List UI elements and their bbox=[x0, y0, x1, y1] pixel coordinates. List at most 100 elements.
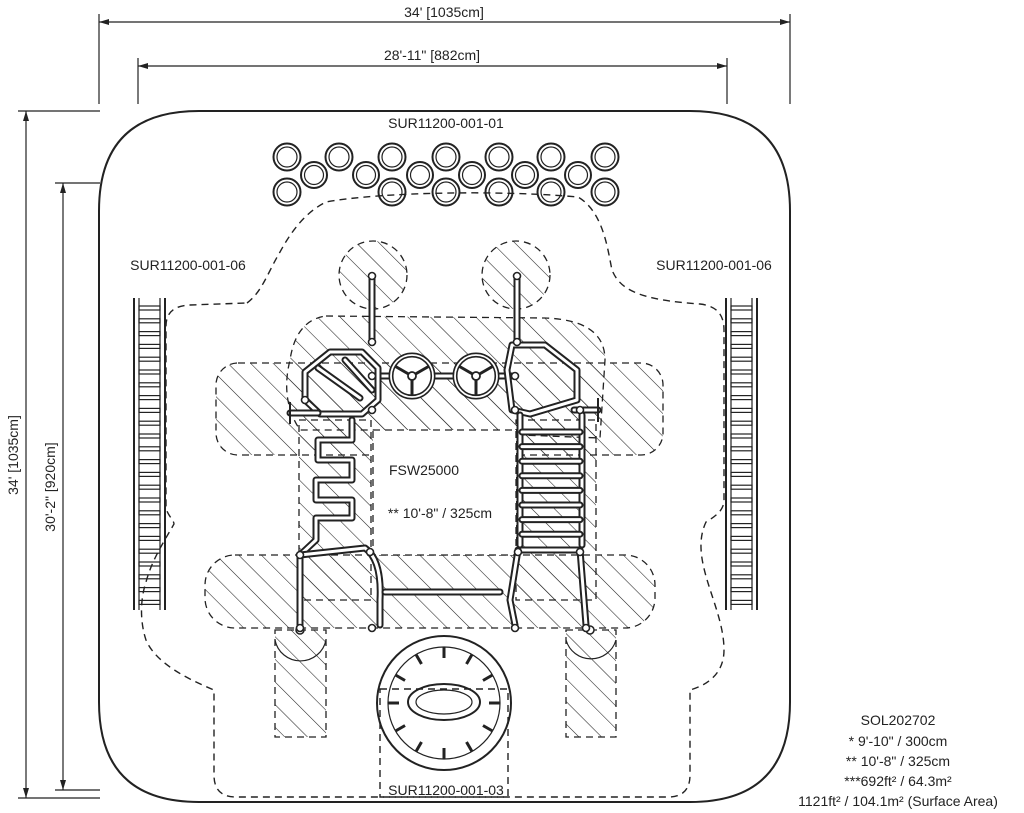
ladder-rung bbox=[730, 561, 753, 567]
use-zone-outline bbox=[140, 192, 725, 798]
ladder-rung bbox=[730, 510, 753, 516]
ladder-rung bbox=[730, 395, 753, 401]
info-line-1: * 9'-10" / 300cm bbox=[849, 733, 948, 749]
stepping-stone bbox=[377, 177, 407, 207]
joint bbox=[367, 271, 377, 281]
joint bbox=[365, 547, 375, 557]
joint bbox=[367, 337, 377, 347]
ladder-rung bbox=[138, 548, 161, 554]
ladder-rung bbox=[138, 599, 161, 606]
spinner-tick bbox=[394, 724, 406, 733]
ladder-rung bbox=[138, 586, 161, 593]
info-line-3: ***692ft² / 64.3m² bbox=[844, 773, 952, 789]
inner-width-label: 28'-11" [882cm] bbox=[384, 47, 480, 63]
spinner-tick bbox=[465, 741, 474, 753]
stepping-stone bbox=[300, 161, 328, 189]
ladder-rung bbox=[138, 395, 161, 401]
ladder-rung bbox=[730, 331, 753, 337]
joint bbox=[367, 623, 377, 633]
ladder-rung bbox=[730, 369, 753, 375]
ladder-rung bbox=[138, 343, 161, 349]
ladder-rung bbox=[730, 420, 753, 426]
ladder-rung bbox=[138, 331, 161, 337]
stepping-stone bbox=[324, 142, 354, 172]
stepping-stone bbox=[590, 142, 620, 172]
ladder-rung bbox=[138, 305, 161, 311]
ladder-rung bbox=[138, 407, 161, 413]
center-unit-label: FSW25000 bbox=[389, 462, 459, 478]
ladder-rung bbox=[730, 522, 753, 529]
center-clear-zone bbox=[372, 429, 517, 556]
ladder-rung bbox=[730, 318, 753, 324]
joint bbox=[575, 405, 585, 415]
dimension-overall-width: 34' [1035cm] bbox=[98, 4, 791, 104]
dimension-inner-width: 28'-11" [882cm] bbox=[137, 47, 728, 104]
ladder-rung bbox=[730, 446, 753, 452]
ladder-rung bbox=[730, 471, 753, 477]
spinner-tick bbox=[465, 653, 474, 665]
stepping-stone bbox=[536, 177, 566, 207]
info-block: SOL202702 * 9'-10" / 300cm ** 10'-8" / 3… bbox=[798, 712, 998, 809]
overall-width-label: 34' [1035cm] bbox=[404, 4, 484, 20]
info-line-4: 1121ft² / 104.1m² (Surface Area) bbox=[798, 793, 998, 809]
steering-wheels bbox=[388, 352, 500, 400]
ladder-rung bbox=[138, 459, 161, 465]
ladder-rung bbox=[730, 305, 753, 311]
dimension-inner-height: 30'-2" [920cm] bbox=[42, 182, 100, 791]
ladder-rung bbox=[730, 459, 753, 465]
ladder-rung bbox=[730, 599, 753, 606]
stepping-stone bbox=[377, 142, 407, 172]
ladder-rung bbox=[138, 369, 161, 375]
ladder-rung bbox=[138, 510, 161, 516]
model-number: SOL202702 bbox=[861, 712, 936, 728]
ladder-rung bbox=[138, 497, 161, 503]
ladder-rung bbox=[730, 407, 753, 413]
stepping-stone bbox=[406, 161, 434, 189]
ladder-rung bbox=[138, 471, 161, 477]
ladder-rung bbox=[138, 484, 161, 490]
inner-height-label: 30'-2" [920cm] bbox=[42, 442, 58, 531]
stepping-stone bbox=[352, 161, 380, 189]
ladder-rung bbox=[138, 318, 161, 324]
fall-zones bbox=[204, 240, 664, 738]
ladder-rung bbox=[730, 574, 753, 580]
spinner-label: SUR11200-001-03 bbox=[388, 782, 504, 798]
stepping-stones-label: SUR11200-001-01 bbox=[388, 115, 504, 131]
ladder-rung bbox=[730, 343, 753, 349]
left-ladder bbox=[133, 298, 166, 610]
joint bbox=[575, 547, 585, 557]
joint bbox=[513, 547, 523, 557]
stepping-stone bbox=[272, 177, 302, 207]
dimension-overall-height: 34' [1035cm] bbox=[5, 110, 100, 799]
stepping-stone bbox=[536, 142, 566, 172]
stepping-stone bbox=[458, 161, 486, 189]
joint bbox=[367, 371, 377, 381]
right-ladder-label: SUR11200-001-06 bbox=[656, 257, 772, 273]
spinner-tick bbox=[482, 673, 494, 682]
ladder-rung bbox=[730, 548, 753, 554]
ladder-rung bbox=[138, 535, 161, 542]
fall-zone-post-left bbox=[274, 629, 327, 738]
joint bbox=[512, 271, 522, 281]
joint bbox=[510, 371, 520, 381]
stepping-stone bbox=[431, 142, 461, 172]
left-ladder-label: SUR11200-001-06 bbox=[130, 257, 246, 273]
fall-zone-post-right bbox=[565, 629, 617, 738]
ladder-rung bbox=[730, 586, 753, 593]
stepping-stones bbox=[272, 142, 620, 207]
spinner-tick bbox=[394, 673, 406, 682]
ladder-rung bbox=[138, 433, 161, 439]
joint bbox=[300, 395, 310, 405]
ladder-rung bbox=[138, 561, 161, 567]
ladder-rung bbox=[730, 535, 753, 542]
stepping-stone bbox=[564, 161, 592, 189]
center-clearance-label: ** 10'-8" / 325cm bbox=[388, 505, 492, 521]
joint bbox=[512, 337, 522, 347]
ladder-rung bbox=[730, 433, 753, 439]
joint bbox=[295, 623, 305, 633]
stepping-stone bbox=[590, 177, 620, 207]
spinner-tick bbox=[414, 741, 423, 753]
ladder-rung bbox=[138, 356, 161, 362]
stepping-stone bbox=[272, 142, 302, 172]
spinner-disc bbox=[376, 635, 512, 798]
